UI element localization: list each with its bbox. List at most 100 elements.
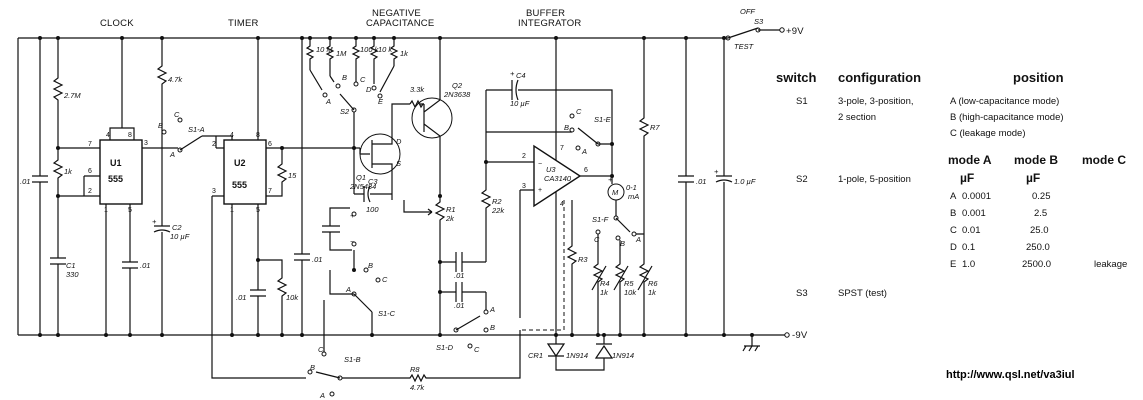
svg-text:B: B — [342, 73, 347, 82]
cap-01-u2b — [294, 38, 310, 335]
resistor-4k7-label: 4.7k — [168, 75, 183, 84]
table-mode-a: mode A — [948, 153, 992, 167]
resistor-10k-label: 10 k — [378, 45, 393, 54]
table-s1-config-1: 3-pole, 3-position, — [838, 96, 914, 107]
svg-text:2: 2 — [212, 141, 216, 148]
transistor-q2 — [411, 97, 453, 139]
svg-text:E: E — [950, 259, 956, 270]
svg-text:A: A — [489, 305, 495, 314]
resistor-1m-label: 1M — [336, 49, 347, 58]
svg-text:4: 4 — [230, 132, 234, 139]
switch-s1f-blade[interactable] — [615, 217, 631, 233]
resistor-3k3 — [409, 99, 424, 109]
s3-test-label: TEST — [734, 42, 755, 51]
switch-s1f-label: S1-F — [592, 215, 609, 224]
svg-text:0.01: 0.01 — [962, 225, 981, 236]
r4-label: R4 — [600, 279, 610, 288]
svg-text:0.001: 0.001 — [962, 208, 986, 219]
r7-label: R7 — [650, 123, 660, 132]
trimmer-r4[interactable] — [591, 234, 607, 335]
r8-value: 4.7k — [410, 383, 425, 392]
svg-text:A: A — [345, 285, 351, 294]
svg-text:0.0001: 0.0001 — [962, 191, 991, 202]
diode-2-label: 1N914 — [612, 351, 634, 360]
resistor-r8 — [342, 330, 521, 383]
svg-text:A: A — [169, 150, 175, 159]
svg-text:4: 4 — [560, 201, 564, 208]
cap-c3-label: C3 — [368, 177, 378, 186]
svg-text:−: − — [350, 237, 355, 246]
svg-text:C: C — [318, 345, 324, 354]
switch-s1c-label: S1-C — [378, 309, 396, 318]
q2-leads — [391, 38, 441, 196]
resistor-10k-u2 — [258, 259, 288, 335]
svg-text:+: + — [538, 187, 542, 194]
cap-01-u2b-label: .01 — [312, 255, 322, 264]
potentiometer-r1 — [403, 196, 446, 232]
switch-s1d-blade[interactable] — [455, 315, 481, 331]
r6-label: R6 — [648, 279, 658, 288]
q2-name: Q2 — [452, 81, 463, 90]
supply-plus-label: +9V — [786, 26, 804, 37]
diode-cr1 — [546, 335, 605, 371]
r1-value: 2k — [445, 214, 455, 223]
resistor-r2 — [480, 162, 492, 240]
trimmer-r6[interactable] — [636, 150, 653, 335]
dut-terminal-minus[interactable] — [351, 241, 357, 247]
dut-terminal-plus[interactable] — [351, 211, 357, 217]
switch-s1e-blade[interactable] — [577, 127, 599, 145]
svg-text:E: E — [378, 97, 384, 106]
switch-s2-blade[interactable] — [339, 93, 355, 111]
cap-c2-value: 10 µF — [170, 232, 190, 241]
ic-u2 — [223, 139, 267, 205]
switch-s1b-blade[interactable] — [315, 371, 341, 379]
s1a-pole — [177, 147, 183, 153]
svg-text:D: D — [950, 242, 957, 253]
resistor-15-label: 15 — [288, 171, 297, 180]
s1a-to-u2-wire — [202, 135, 233, 140]
resistor-10m-label: 10 M — [316, 45, 333, 54]
cap-01-a — [439, 232, 486, 335]
r1-label: R1 — [446, 205, 456, 214]
svg-text:A: A — [635, 235, 641, 244]
switch-s1c-blade[interactable] — [353, 250, 373, 313]
svg-text:A: A — [319, 391, 325, 400]
svg-text:2500.0: 2500.0 — [1022, 259, 1051, 270]
svg-text:3: 3 — [522, 183, 526, 190]
svg-text:B: B — [620, 239, 625, 248]
u2-pin3-output — [211, 195, 300, 379]
r2-label: R2 — [492, 197, 502, 206]
svg-text:0.1: 0.1 — [962, 242, 975, 253]
cap-c3-value: 100 — [366, 205, 379, 214]
heading-timer: TIMER — [228, 18, 259, 29]
cap-01-u2 — [250, 204, 266, 335]
ic-u1-part: 555 — [108, 174, 123, 184]
svg-text:6: 6 — [88, 168, 92, 175]
ic-u1-name: U1 — [110, 158, 122, 168]
svg-text:C: C — [474, 345, 480, 354]
table-header-position: position — [1013, 70, 1064, 85]
switch-s3-blade[interactable] — [727, 27, 780, 39]
cap-c4-value: 10 µF — [510, 99, 530, 108]
cr1-label: CR1 — [528, 351, 543, 360]
cap-01-right-label: .01 — [696, 177, 706, 186]
cap-01-left — [32, 38, 48, 335]
cap-c1-label: C1 — [66, 261, 76, 270]
svg-text:D: D — [366, 85, 372, 94]
resistor-1k-u1-label: 1k — [64, 167, 73, 176]
switch-s3-contact — [755, 27, 761, 33]
u1-pin4-pin8-wiring — [109, 38, 135, 140]
u3-dashed-link — [520, 200, 565, 331]
svg-text:0.25: 0.25 — [1032, 191, 1051, 202]
svg-text:6: 6 — [268, 141, 272, 148]
switch-s1b-label: S1-B — [344, 355, 361, 364]
supply-minus-terminal — [784, 332, 790, 338]
r5-label: R5 — [624, 279, 634, 288]
svg-text:7: 7 — [560, 145, 564, 152]
s1d-pole — [453, 327, 459, 333]
svg-text:leakage: leakage — [1094, 259, 1127, 270]
switch-s1a-blade[interactable] — [179, 135, 203, 151]
svg-text:7: 7 — [268, 188, 272, 195]
trimmer-r5[interactable] — [613, 240, 629, 335]
